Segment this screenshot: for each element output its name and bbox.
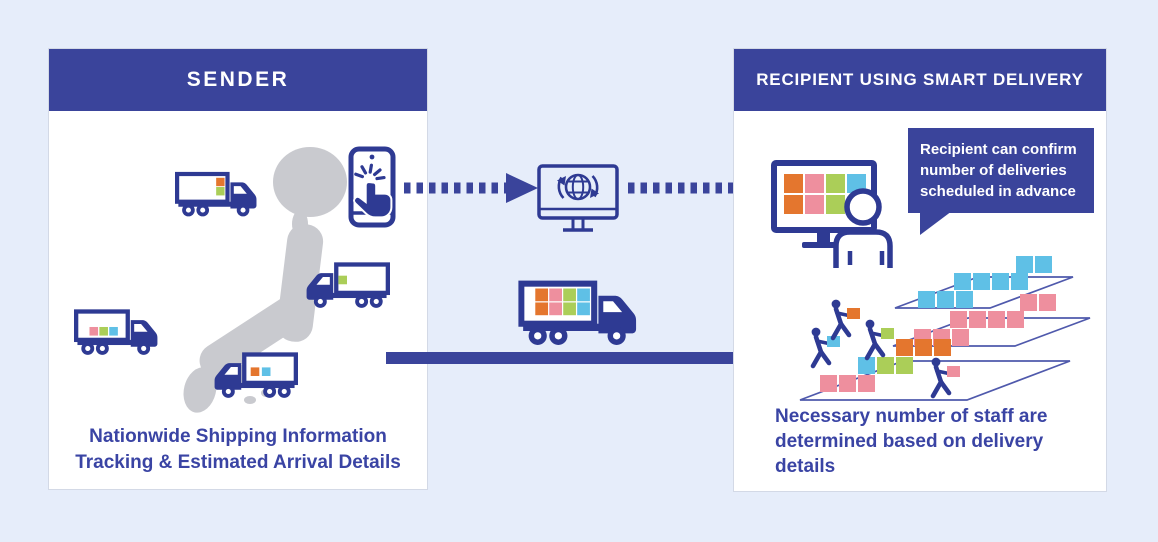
parcel-squares xyxy=(535,288,590,316)
delivery-truck-icon xyxy=(212,351,298,401)
parcel-squares xyxy=(216,177,225,196)
caption-line: Tracking & Estimated Arrival Details xyxy=(75,452,401,473)
smartphone-tap-icon xyxy=(348,146,396,228)
recipient-panel-header: RECIPIENT USING SMART DELIVERY xyxy=(734,49,1106,111)
parcel-stack-mixed xyxy=(820,339,951,392)
bubble-line: scheduled in advance xyxy=(920,183,1076,200)
sync-arrows-icon xyxy=(557,175,599,199)
monitor-parcels-icon xyxy=(771,160,893,268)
parcel-squares xyxy=(250,367,271,376)
parcel-tiles xyxy=(784,174,866,214)
recipient-caption: Necessary number of staff are determined… xyxy=(775,404,1095,479)
recipient-panel-title: RECIPIENT USING SMART DELIVERY xyxy=(756,70,1084,89)
dotted-arrow-icon xyxy=(404,173,538,203)
stick-figure-worker-icon xyxy=(830,299,860,341)
caption-line: Necessary number of staff are xyxy=(775,406,1048,427)
bubble-line: number of deliveries xyxy=(920,162,1067,179)
delivery-truck-icon xyxy=(304,261,390,311)
sender-panel-header: SENDER xyxy=(49,49,427,111)
solid-arrow-icon xyxy=(386,340,784,376)
sender-panel-title: SENDER xyxy=(186,68,290,91)
phone-camera-dot xyxy=(369,154,375,160)
caption-line: details xyxy=(775,456,836,477)
delivery-truck-icon xyxy=(74,308,160,358)
sender-caption: Nationwide Shipping Information Tracking… xyxy=(48,424,428,476)
globe-icon xyxy=(564,173,592,201)
stick-figure-worker-icon xyxy=(810,327,840,369)
caption-line: determined based on delivery xyxy=(775,431,1044,452)
delivery-truck-icon xyxy=(175,167,259,223)
stick-figure-worker-icon xyxy=(864,319,894,361)
parcel-stack-pink xyxy=(914,294,1056,346)
tap-finger xyxy=(353,180,393,219)
parcel-squares xyxy=(338,275,347,285)
monitor-stand xyxy=(563,219,593,232)
warehouse-staff-icon xyxy=(799,256,1091,401)
speech-bubble: Recipient can confirm number of deliveri… xyxy=(908,128,1094,235)
tap-click-rays xyxy=(354,163,386,181)
japan-map-icon xyxy=(183,147,347,413)
internet-server-icon xyxy=(537,164,619,232)
caption-line: Nationwide Shipping Information xyxy=(89,426,387,447)
bubble-line: Recipient can confirm xyxy=(920,141,1077,158)
stick-figure-worker-icon xyxy=(930,357,960,399)
parcel-stack-blue xyxy=(918,256,1052,308)
parcel-squares xyxy=(89,326,118,336)
loaded-truck-icon xyxy=(518,280,640,348)
person-icon xyxy=(833,188,893,268)
